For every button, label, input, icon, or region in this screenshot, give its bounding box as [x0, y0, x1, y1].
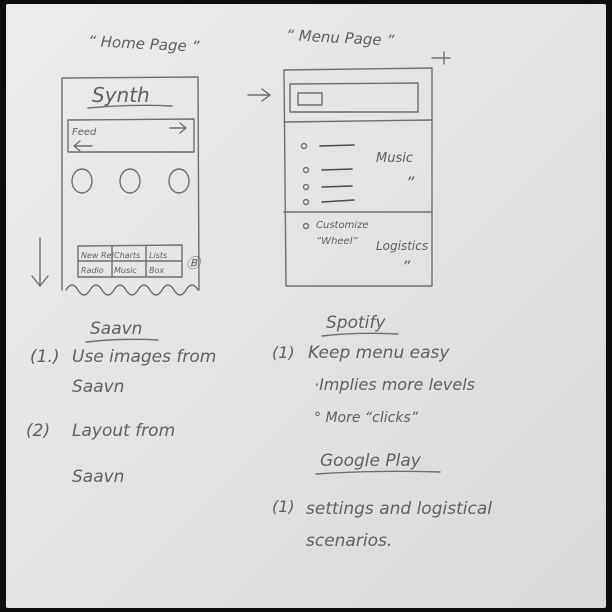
home-squiggle-bottom — [65, 284, 199, 296]
home-grid-cell-6: Box — [149, 266, 164, 275]
saavn-heading: Saavn — [90, 319, 142, 339]
menu-frame — [283, 67, 433, 287]
saavn-item-1-number: (1.) — [30, 347, 59, 367]
home-feed-right-arrow — [169, 122, 187, 134]
menu-bottom-quote: ” — [402, 257, 411, 276]
menu-item-line-3 — [321, 185, 353, 188]
menu-item-dot-3 — [302, 183, 310, 191]
home-grid-cell-4: Radio — [81, 266, 104, 275]
menu-item-dot-4 — [302, 198, 310, 206]
home-caption: “ Home Page ” — [88, 32, 200, 56]
menu-item-line-2 — [321, 168, 353, 171]
google-play-item-number: (1) — [272, 497, 295, 516]
home-app-title: Synth — [92, 83, 150, 107]
menu-custom-line2: “Wheel” — [316, 236, 358, 247]
home-feed-box — [67, 118, 195, 153]
menu-header-inner-box — [289, 82, 419, 113]
saavn-heading-underline — [85, 338, 159, 343]
home-feed-label: Feed — [72, 127, 97, 138]
home-title-underline — [87, 104, 173, 109]
saavn-item-1-line2: Saavn — [72, 377, 124, 397]
menu-item-dot-2 — [302, 166, 310, 174]
menu-caption: “ Menu Page ” — [286, 26, 395, 50]
menu-music-quote: ” — [406, 173, 415, 192]
spotify-heading: Spotify — [326, 313, 386, 333]
home-grid-cell-5: Music — [114, 266, 137, 275]
saavn-item-2-line1: Layout from — [72, 421, 175, 441]
saavn-item-1-line1: Use images from — [72, 347, 216, 367]
menu-item-line-4 — [321, 199, 355, 203]
home-circle-2 — [119, 168, 141, 194]
menu-music-label: Music — [376, 151, 413, 166]
transition-arrow-icon — [247, 88, 271, 102]
menu-custom-dot — [302, 222, 310, 230]
google-play-heading-underline — [315, 470, 441, 475]
image-placeholder-icon — [297, 92, 323, 106]
google-play-heading: Google Play — [320, 451, 422, 471]
spotify-item-text: Keep menu easy — [308, 343, 450, 363]
home-circle-1 — [71, 168, 93, 194]
menu-logistics-label: Logistics — [376, 239, 428, 253]
spotify-item-number: (1) — [272, 343, 295, 362]
saavn-item-2-number: (2) — [26, 421, 50, 441]
menu-corner-bracket — [431, 51, 451, 65]
home-grid-cell-3: Lists — [149, 251, 167, 260]
spotify-heading-underline — [321, 332, 399, 337]
home-grid-cell-1: New Rel — [81, 251, 114, 260]
menu-item-line-1 — [319, 144, 355, 147]
google-play-line1: settings and logistical — [306, 499, 492, 519]
home-grid-cell-2: Charts — [114, 251, 140, 260]
google-play-line2: scenarios. — [306, 531, 392, 551]
home-frame — [61, 76, 200, 291]
menu-item-dot-1 — [300, 142, 308, 150]
home-feed-left-arrow — [73, 140, 93, 152]
home-menu-grid — [77, 244, 183, 278]
scroll-down-arrow-icon — [31, 237, 49, 287]
home-corner-button-icon: Ⓑ — [186, 256, 202, 272]
home-circle-3 — [168, 168, 190, 194]
spotify-bullet-1: ·Implies more levels — [314, 375, 475, 394]
menu-custom-line1: Customize — [316, 220, 369, 231]
saavn-item-2-line2: Saavn — [72, 467, 124, 487]
spotify-bullet-2: ° More “clicks” — [314, 410, 419, 426]
